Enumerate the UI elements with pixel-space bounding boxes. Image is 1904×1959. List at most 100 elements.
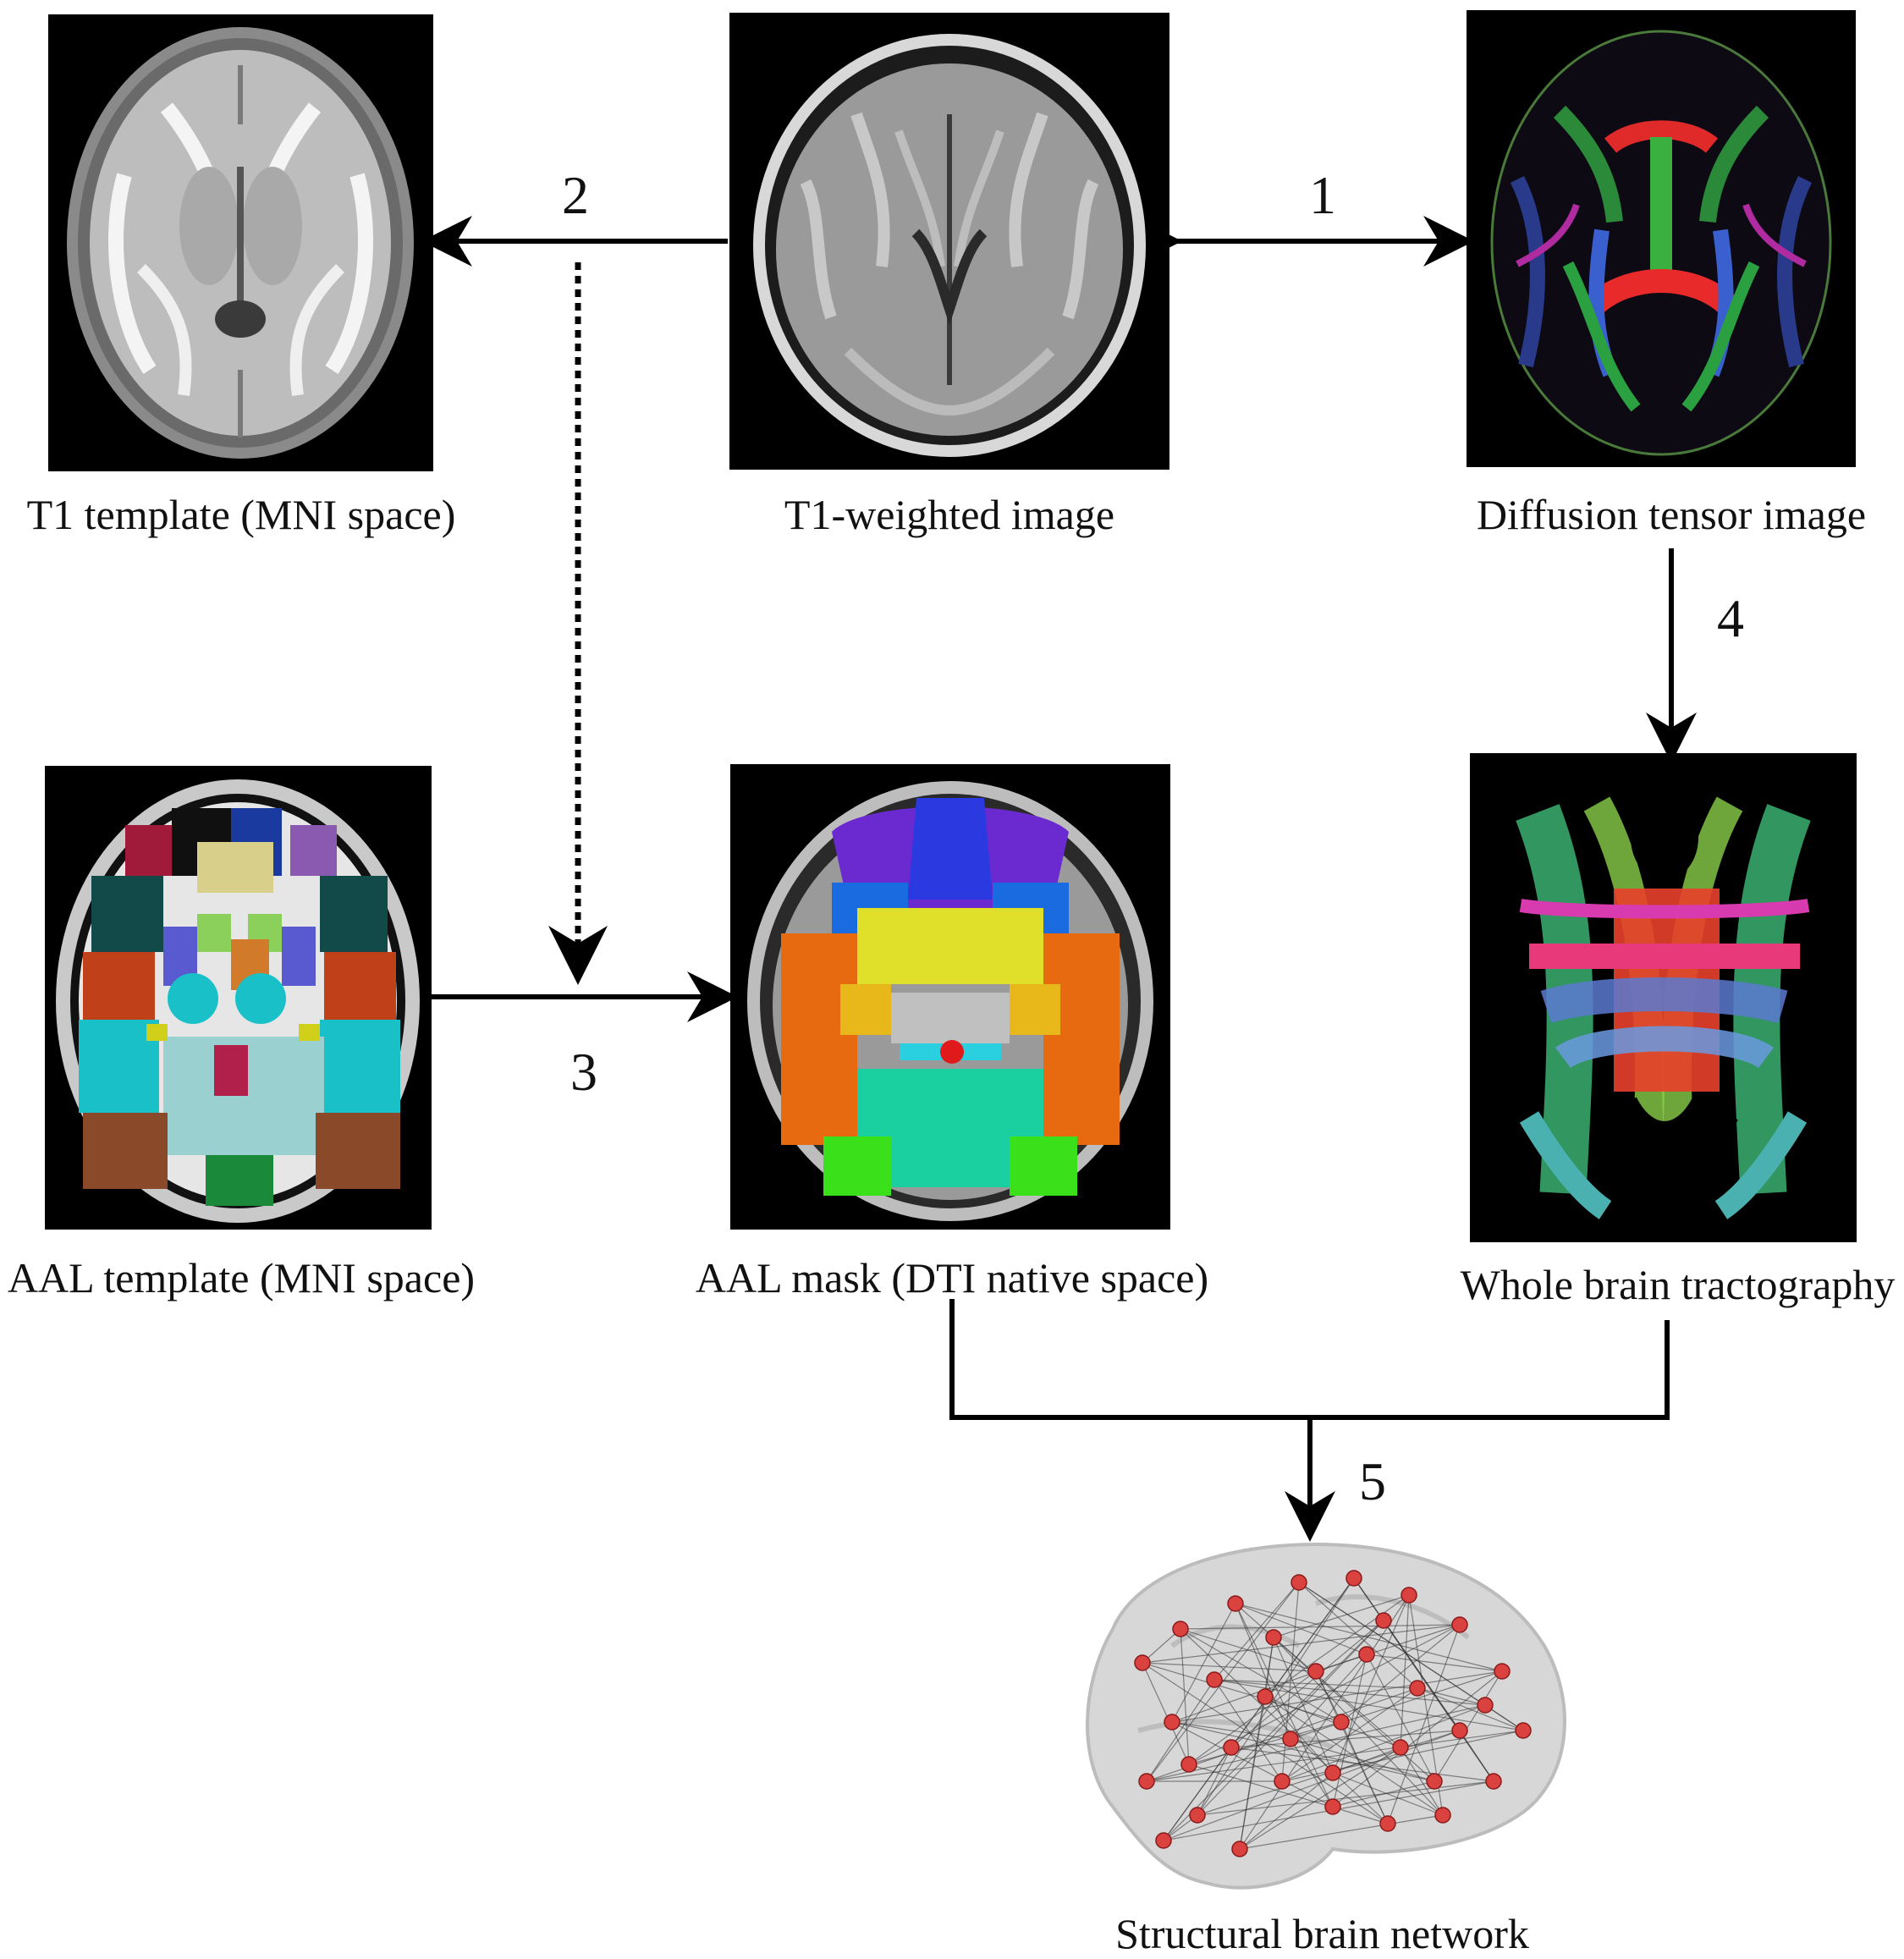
- network-edge: [1264, 1594, 1410, 1698]
- network-edge: [1281, 1582, 1300, 1782]
- network-edge: [1213, 1582, 1300, 1681]
- network-node: [1392, 1739, 1409, 1756]
- network-node: [1307, 1663, 1324, 1680]
- aal-mask-image: [730, 764, 1170, 1230]
- network-node: [1477, 1697, 1494, 1714]
- network-node: [1400, 1587, 1417, 1604]
- network-node: [1265, 1629, 1282, 1646]
- t1-weighted-image: [729, 13, 1169, 470]
- network-edge: [1340, 1624, 1461, 1723]
- caption-t1-template: T1 template (MNI space): [26, 491, 456, 538]
- network-edges: [1142, 1577, 1524, 1850]
- network-node: [1138, 1773, 1155, 1790]
- network-edge: [1332, 1654, 1367, 1808]
- network-node: [1345, 1570, 1362, 1587]
- step-label-2: 2: [562, 165, 589, 225]
- network-edge: [1273, 1637, 1444, 1816]
- structural-network-image: [1062, 1527, 1582, 1900]
- diffusion-tensor-image: [1467, 10, 1856, 467]
- network-nodes: [1134, 1570, 1532, 1857]
- network-edge: [1213, 1679, 1418, 1689]
- step-label-1: 1: [1309, 165, 1336, 225]
- network-edge: [1230, 1747, 1494, 1782]
- network-node: [1223, 1739, 1240, 1756]
- network-edge: [1417, 1687, 1486, 1706]
- network-node: [1379, 1815, 1396, 1832]
- caption-t1-weighted: T1-weighted image: [784, 491, 1115, 538]
- caption-network: Structural brain network: [1115, 1910, 1529, 1957]
- network-node: [1172, 1621, 1189, 1637]
- network-node: [1180, 1756, 1197, 1773]
- network-edge: [1171, 1721, 1291, 1740]
- network-edge: [1332, 1747, 1401, 1774]
- network-node: [1494, 1663, 1511, 1680]
- step-label-4: 4: [1717, 588, 1744, 648]
- network-edge: [1353, 1577, 1384, 1621]
- network-edge: [1290, 1738, 1435, 1782]
- network-edge: [1180, 1628, 1342, 1723]
- network-edge: [1239, 1772, 1334, 1850]
- network-edge: [1188, 1721, 1342, 1765]
- network-node: [1324, 1798, 1341, 1815]
- network-edge: [1171, 1721, 1435, 1782]
- network-edge: [1281, 1730, 1524, 1782]
- network-node: [1189, 1807, 1206, 1824]
- network-edge: [1171, 1721, 1334, 1808]
- network-node: [1485, 1773, 1502, 1790]
- network-edge: [1146, 1582, 1300, 1782]
- network-node: [1333, 1714, 1350, 1731]
- network-edge: [1142, 1662, 1190, 1765]
- network-node: [1426, 1773, 1443, 1790]
- network-edge: [1264, 1696, 1401, 1748]
- network-edge: [1290, 1670, 1503, 1740]
- network-node: [1434, 1807, 1451, 1824]
- network-edge: [1239, 1594, 1410, 1850]
- network-node: [1451, 1722, 1468, 1739]
- network-node: [1274, 1773, 1290, 1790]
- network-edge: [1273, 1594, 1410, 1638]
- network-edge: [1290, 1738, 1334, 1808]
- network-edge: [1142, 1628, 1181, 1664]
- network-edge: [1434, 1670, 1503, 1782]
- network-edge: [1387, 1624, 1461, 1824]
- caption-aal-mask: AAL mask (DTI native space): [695, 1254, 1209, 1301]
- network-edge: [1400, 1594, 1410, 1748]
- network-edge: [1180, 1628, 1190, 1765]
- network-edge: [1230, 1730, 1461, 1748]
- network-edge: [1298, 1582, 1486, 1706]
- network-node: [1451, 1616, 1468, 1633]
- network-edge: [1213, 1679, 1283, 1782]
- network-edge: [1180, 1628, 1389, 1824]
- network-node: [1134, 1654, 1151, 1671]
- network-edge: [1163, 1747, 1232, 1841]
- network-node: [1282, 1731, 1299, 1747]
- network-node: [1206, 1671, 1223, 1688]
- network-edge: [1273, 1637, 1334, 1774]
- network-edge: [1264, 1696, 1334, 1774]
- network-edge: [1264, 1637, 1274, 1698]
- network-edge: [1171, 1603, 1236, 1723]
- caption-dti: Diffusion tensor image: [1476, 491, 1867, 538]
- network-edge: [1197, 1747, 1232, 1816]
- network-edge: [1281, 1687, 1418, 1782]
- step-label-5: 5: [1359, 1451, 1386, 1511]
- network-node: [1358, 1646, 1375, 1663]
- network-node: [1231, 1841, 1248, 1857]
- aal-template-image: [45, 766, 432, 1230]
- network-edge: [1332, 1772, 1444, 1816]
- network-edge: [1400, 1747, 1444, 1816]
- network-edge: [1163, 1620, 1384, 1841]
- network-edge: [1146, 1679, 1215, 1782]
- network-edge: [1264, 1696, 1444, 1816]
- network-edge: [1298, 1582, 1418, 1689]
- network-edge: [1180, 1628, 1317, 1672]
- merge-connector: [949, 1299, 1670, 1420]
- network-edge: [1163, 1730, 1461, 1841]
- network-edge: [1197, 1577, 1355, 1816]
- network-edge: [1290, 1654, 1367, 1740]
- network-node: [1409, 1680, 1426, 1697]
- network-edge: [1239, 1814, 1444, 1850]
- tractography-image: [1470, 753, 1857, 1242]
- step-label-3: 3: [570, 1042, 597, 1102]
- t1-template-image: [48, 14, 433, 471]
